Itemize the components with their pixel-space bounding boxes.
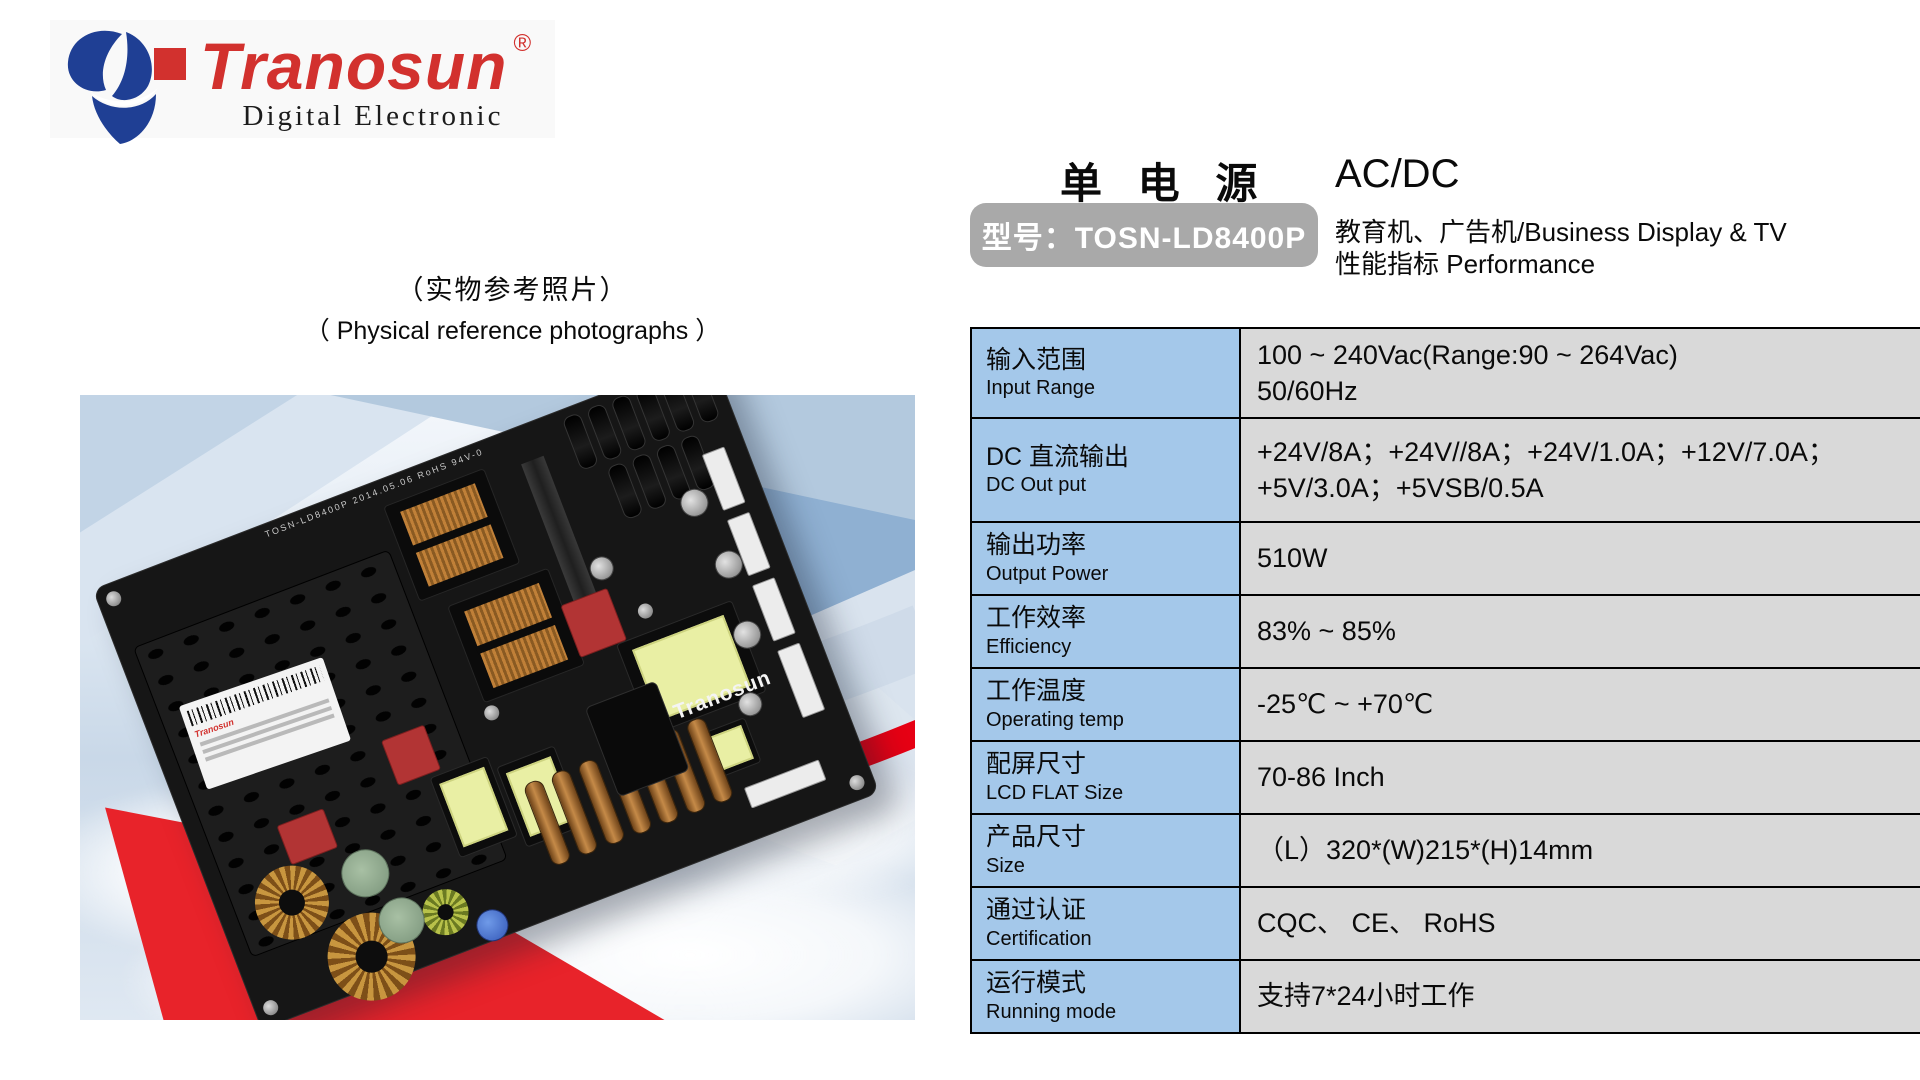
- spec-value-cell: 83% ~ 85%: [1239, 594, 1920, 669]
- brand-name: Tranosun®: [200, 29, 533, 103]
- acdc-label: AC/DC: [1335, 152, 1460, 196]
- spec-value-cell: 70-86 Inch: [1239, 740, 1920, 815]
- spec-value-cell: 支持7*24小时工作: [1239, 959, 1920, 1034]
- label-en: LCD FLAT Size: [986, 781, 1124, 804]
- brand-subtitle: Digital Electronic: [242, 100, 504, 132]
- label-cn: 输出功率: [986, 531, 1087, 560]
- spec-value-cell: -25℃ ~ +70℃: [1239, 667, 1920, 742]
- application-line: 教育机、广告机/Business Display & TV: [1335, 217, 1787, 247]
- label-cn: 配屏尺寸: [986, 750, 1087, 779]
- output-connector: [777, 642, 826, 719]
- performance-line: 性能指标 Performance: [1335, 249, 1596, 279]
- label-cn: 运行模式: [986, 969, 1087, 998]
- screw-pad: [847, 772, 867, 793]
- spec-label-cell: DC 直流输出 DC Out put: [970, 417, 1241, 523]
- label-cn: 工作效率: [986, 604, 1087, 633]
- label-cn: 工作温度: [986, 677, 1087, 706]
- spec-value-cell: （L）320*(W)215*(H)14mm: [1239, 813, 1920, 888]
- photo-caption-en: （ Physical reference photographs ）: [304, 317, 721, 345]
- label-en: Operating temp: [986, 708, 1124, 731]
- spec-table: 输入范围 Input Range 100 ~ 240Vac(Range:90 ~ …: [970, 327, 1920, 1034]
- copper-transformer: [383, 467, 521, 602]
- table-row: DC 直流输出 DC Out put +24V/8A；+24V//8A；+24V/…: [970, 417, 1920, 523]
- spec-value-cell: 510W: [1239, 521, 1920, 596]
- product-photo: TOSN-LD8400P 2014.05.06 RoHS 94V-0 Trano…: [80, 395, 915, 1020]
- label-cn: 输入范围: [986, 345, 1087, 374]
- table-row: 输入范围 Input Range 100 ~ 240Vac(Range:90 ~ …: [970, 327, 1920, 419]
- label-cn: DC 直流输出: [986, 442, 1130, 471]
- tranosun-bird-icon: [67, 30, 186, 144]
- spec-value-cell: +24V/8A；+24V//8A；+24V/1.0A；+12V/7.0A； +5…: [1239, 417, 1920, 523]
- photo-caption-cn: （实物参考照片）: [396, 275, 629, 305]
- spec-label-cell: 输入范围 Input Range: [970, 327, 1241, 419]
- photo-caption: （实物参考照片） （ Physical reference photograph…: [285, 268, 740, 347]
- label-en: Input Range: [986, 377, 1095, 400]
- label-en: Efficiency: [986, 635, 1072, 658]
- label-en: Certification: [986, 927, 1092, 950]
- label-en: Running mode: [986, 1000, 1117, 1023]
- registered-mark: ®: [513, 30, 533, 57]
- label-en: Output Power: [986, 562, 1109, 585]
- screw-pad: [104, 589, 124, 609]
- copper-transformer: [447, 567, 586, 704]
- spec-value-cell: 100 ~ 240Vac(Range:90 ~ 264Vac) 50/60Hz: [1239, 327, 1920, 419]
- screw-pad: [635, 601, 656, 621]
- screw-pad: [482, 703, 502, 723]
- screw-pad: [261, 998, 281, 1018]
- label-en: DC Out put: [986, 474, 1087, 497]
- logo: Tranosun® Digital Electronic: [50, 20, 555, 144]
- label-cn: 通过认证: [986, 896, 1087, 925]
- spec-value-cell: CQC、 CE、 RoHS: [1239, 886, 1920, 961]
- label-en: Size: [986, 854, 1025, 877]
- output-connector: [743, 759, 827, 809]
- label-cn: 产品尺寸: [986, 823, 1087, 852]
- model-badge: 型号：TOSN-LD8400P: [970, 203, 1318, 267]
- page-title: 单 电 源: [1060, 160, 1270, 207]
- toroid-inductor: [415, 882, 476, 942]
